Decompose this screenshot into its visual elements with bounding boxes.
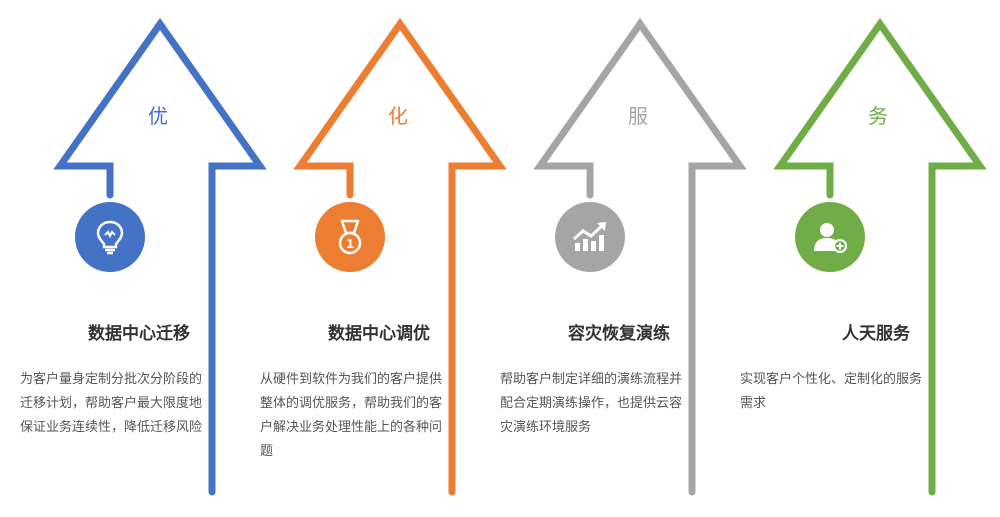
column-optimization: 化 1 数据中心调优 从硬件到软件为我们的客户提供整体的调优服务，帮助我们的客户… bbox=[260, 0, 520, 517]
section-title: 容灾恢复演练 bbox=[568, 324, 670, 344]
arrow-character: 务 bbox=[868, 104, 888, 128]
section-description: 帮助客户制定详细的演练流程并配合定期演练操作，也提供云容灾演练环境服务 bbox=[500, 372, 683, 435]
section-title: 数据中心迁移 bbox=[88, 324, 190, 344]
column-man-day-service: 务 人天服务 实现客户个性化、定制化的服务需求 bbox=[740, 0, 1000, 517]
arrow-character: 优 bbox=[148, 104, 168, 128]
icon-circle bbox=[555, 202, 625, 272]
up-arrow-shape bbox=[773, 17, 987, 496]
section-title: 人天服务 bbox=[842, 324, 910, 344]
section-title: 数据中心调优 bbox=[328, 324, 430, 344]
icon-circle bbox=[795, 202, 865, 272]
arrow-character: 化 bbox=[388, 104, 408, 128]
section-description: 为客户量身定制分批次分阶段的迁移计划，帮助客户最大限度地保证业务连续性，降低迁移… bbox=[20, 372, 203, 435]
icon-circle: 1 bbox=[315, 202, 385, 272]
up-arrow-shape bbox=[533, 17, 747, 496]
section-description: 实现客户个性化、定制化的服务需求 bbox=[740, 372, 923, 411]
svg-text:1: 1 bbox=[346, 237, 354, 251]
up-arrow-shape bbox=[53, 17, 267, 496]
icon-circle bbox=[75, 202, 145, 272]
up-arrow-shape bbox=[293, 17, 507, 496]
section-description: 从硬件到软件为我们的客户提供整体的调优服务，帮助我们的客户解决业务处理性能上的各… bbox=[260, 372, 443, 459]
column-migration: 优 数据中心迁移 为客户量身定制分批次分阶段的迁移计划，帮助客户最大限度地保证业… bbox=[20, 0, 280, 517]
arrow-character: 服 bbox=[628, 104, 648, 128]
lightbulb-icon bbox=[96, 220, 124, 255]
medal-icon: 1 bbox=[338, 219, 362, 255]
column-disaster-recovery: 服 容灾恢复演练 帮助客户制定详细的演练流程并配合定期演练操作，也提供云容灾演练… bbox=[500, 0, 760, 517]
growth-chart-icon bbox=[573, 222, 606, 251]
add-user-icon bbox=[814, 223, 847, 253]
